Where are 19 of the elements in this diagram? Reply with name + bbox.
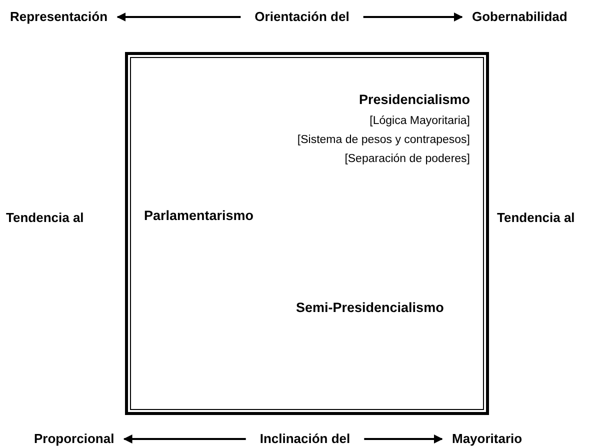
axis-term: Inclinación del — [246, 431, 364, 447]
axis-term: Representación — [0, 9, 118, 25]
arrow — [123, 434, 246, 444]
axis-term: Proporcional — [24, 431, 124, 447]
axis-label: Tendencia al — [6, 210, 84, 226]
system-heading: Parlamentarismo — [144, 207, 254, 225]
arrow — [116, 12, 241, 22]
axis-label: Tendencia al — [497, 210, 575, 226]
arrow — [364, 434, 443, 444]
feature-note: [Separación de poderes] — [344, 152, 470, 167]
system-heading: Semi-Presidencialismo — [296, 299, 444, 317]
axis-term: Gobernabilidad — [462, 9, 578, 25]
feature-note: [Lógica Mayoritaria] — [370, 114, 470, 129]
axis-term: Orientación del — [240, 9, 364, 25]
system-heading: Presidencialismo — [358, 91, 470, 109]
feature-note: [Sistema de pesos y contrapesos] — [297, 133, 470, 148]
axis-term: Mayoritario — [442, 431, 532, 447]
frame-box — [125, 52, 489, 415]
arrow — [363, 12, 463, 22]
